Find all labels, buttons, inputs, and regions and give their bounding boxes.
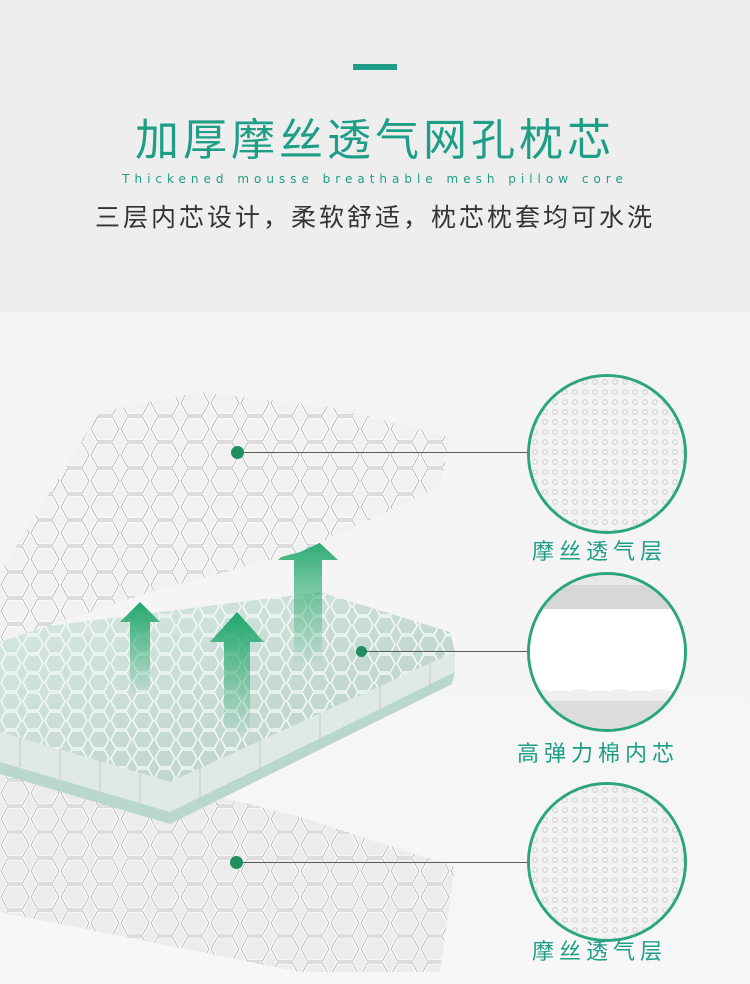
page-title: 加厚摩丝透气网孔枕芯 [135, 115, 615, 166]
mesh-bottom-icon [527, 782, 687, 942]
english-subtitle: Thickened mousse breathable mesh pillow … [122, 172, 628, 186]
top-layer-dot [231, 446, 244, 459]
bottom-layer-dot [230, 856, 243, 869]
bottom-layer-connector [243, 862, 531, 863]
bottom-layer-label: 摩丝透气层 [532, 940, 668, 965]
airflow-arrows [120, 532, 338, 732]
cotton-core-icon [527, 572, 687, 732]
top-layer-connector [244, 452, 531, 453]
top-mesh-layer [0, 392, 450, 642]
chinese-subtitle: 三层内芯设计，柔软舒适，枕芯枕套均可水洗 [94, 203, 655, 232]
top-layer-label: 摩丝透气层 [532, 540, 668, 565]
accent-bar [353, 64, 397, 70]
pillow-layers-illustration [0, 392, 455, 972]
header-section: 加厚摩丝透气网孔枕芯 Thickened mousse breathable m… [0, 0, 750, 312]
mesh-top-icon [527, 374, 687, 534]
core-layer-connector [366, 651, 531, 652]
core-layer-dot [356, 646, 367, 657]
core-layer-label: 高弹力棉内芯 [517, 742, 680, 767]
